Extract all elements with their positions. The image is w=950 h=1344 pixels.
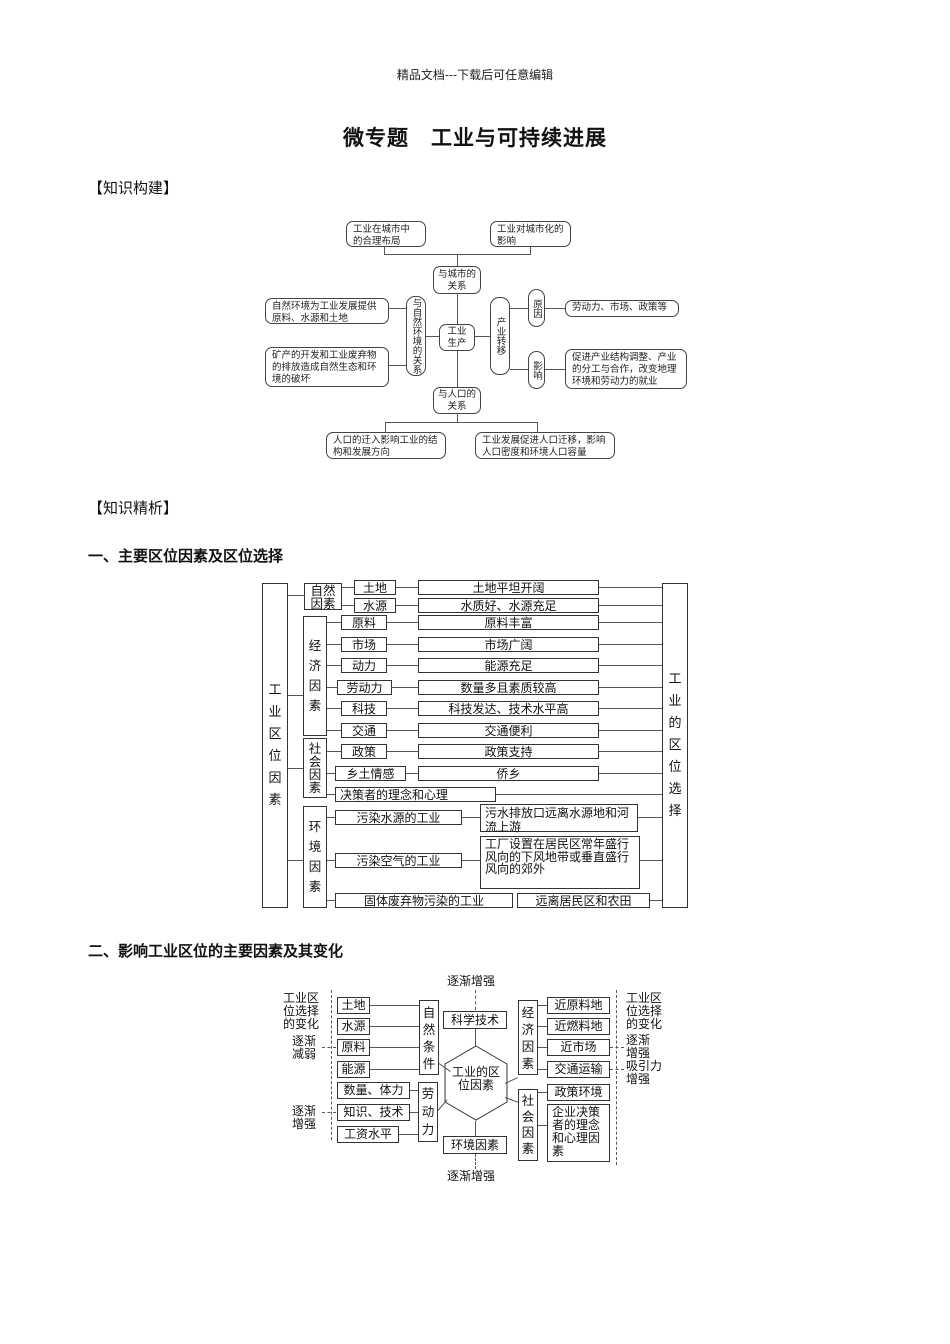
hub-population-relation: 与人口的关系: [433, 387, 481, 414]
factor-raw-material: 原料: [341, 615, 387, 630]
economic-item-transport: 交通运输: [547, 1061, 610, 1078]
condition-hometown: 侨乡: [418, 766, 599, 781]
condition-market: 市场广阔: [418, 637, 599, 652]
economic-item-market: 近市场: [547, 1039, 610, 1056]
factor-technology: 科技: [341, 701, 387, 716]
social-item-policy: 政策环境: [547, 1084, 610, 1101]
box-environment-factor: 环境因素: [443, 1136, 507, 1154]
factor-air-polluting: 污染空气的工业: [335, 853, 462, 868]
hub-industry-transfer: 产业转移: [490, 297, 510, 375]
label-reason: 原因: [528, 289, 545, 327]
economic-item-fuel: 近燃料地: [547, 1018, 610, 1035]
label-location-choice: 工业的区位选择: [662, 583, 688, 908]
labor-item-knowledge: 知识、技术: [337, 1104, 410, 1121]
section-knowledge-build: 【知识构建】: [88, 179, 179, 197]
condition-technology: 科技发达、技术水平高: [418, 701, 599, 716]
box-transfer-impact: 促进产业结构调整、产业的分工与合作，改变地理环境和劳动力的就业: [565, 349, 687, 389]
condition-raw-material: 原料丰富: [418, 615, 599, 630]
factor-labor: 劳动力: [337, 680, 392, 695]
box-city-layout: 工业在城市中的合理布局: [346, 221, 426, 247]
factor-land: 土地: [354, 580, 396, 595]
note-bottom-strengthen: 逐渐增强: [447, 1169, 496, 1183]
natural-conditions: 自然条件: [419, 1000, 439, 1075]
page-title: 微专题 工业与可持续进展: [343, 126, 607, 150]
condition-solid-waste: 远离居民区和农田: [517, 893, 650, 908]
social-item-decision: 企业决策者的理念和心理因素: [547, 1104, 610, 1162]
condition-power: 能源充足: [418, 658, 599, 673]
factor-water: 水源: [354, 598, 396, 613]
box-city-urbanization: 工业对城市化的影响: [490, 221, 571, 247]
natural-item-raw: 原料: [337, 1039, 370, 1056]
box-population-density: 工业发展促进人口迁移，影响人口密度和环境人口容量: [475, 432, 615, 459]
left-heading: 工业区位选择的变化: [283, 991, 320, 1031]
note-top-strengthen: 逐渐增强: [447, 974, 496, 988]
group-natural: 自然因素: [304, 583, 342, 610]
factor-power: 动力: [341, 658, 387, 673]
economic-item-raw: 近原料地: [547, 997, 610, 1014]
left-strengthen-note: 逐渐增强: [292, 1104, 317, 1131]
economic-factors: 经济因素: [518, 1000, 538, 1075]
condition-water-polluting: 污水排放口远离水源地和河流上游: [480, 804, 638, 834]
box-population-migration: 人口的迁入影响工业的结构和发展方向: [326, 432, 446, 459]
box-nature-provides: 自然环境为工业发展提供原料、水源和土地: [265, 298, 389, 324]
hub-nature-relation: 与自然环境的关系: [406, 296, 426, 376]
hub-city-relation: 与城市的关系: [433, 266, 481, 294]
condition-water: 水质好、水源充足: [418, 598, 599, 613]
labor-factor: 劳动力: [418, 1082, 438, 1142]
factor-policy: 政策: [341, 744, 387, 759]
condition-air-polluting: 工厂设置在居民区常年盛行风向的下风地带或垂直盛行风向的郊外: [480, 836, 640, 889]
box-science-technology: 科学技术: [443, 1011, 507, 1029]
group-environment: 环境因素: [303, 806, 327, 908]
factor-market: 市场: [341, 637, 387, 652]
group-social: 社会因素: [303, 738, 327, 798]
center-industrial-production: 工业生产: [439, 324, 475, 351]
natural-item-land: 土地: [337, 997, 370, 1014]
group-economic: 经济因素: [303, 616, 327, 736]
document-header: 精品文档---下载后可任意编辑: [396, 68, 554, 82]
labor-item-wage: 工资水平: [337, 1126, 399, 1143]
condition-policy: 政策支持: [418, 744, 599, 759]
right-strengthen-note: 逐渐增强: [626, 1033, 651, 1060]
center-location-factors: 工业的区位因素: [452, 1065, 501, 1092]
section-knowledge-analysis: 【知识精析】: [88, 499, 179, 517]
heading-part1: 一、主要区位因素及区位选择: [88, 547, 284, 565]
social-factors: 社会因素: [518, 1089, 538, 1161]
factor-water-polluting: 污染水源的工业: [335, 810, 462, 825]
factor-solid-waste: 固体废弃物污染的工业: [335, 893, 513, 908]
condition-land: 土地平坦开阔: [418, 580, 599, 595]
natural-item-water: 水源: [337, 1018, 370, 1035]
label-impact: 影响: [528, 351, 545, 389]
hexagon-frame: [444, 1045, 508, 1121]
box-nature-damage: 矿产的开发和工业废弃物的排放造成自然生态和环境的破坏: [265, 347, 389, 387]
condition-labor: 数量多且素质较高: [418, 680, 599, 695]
right-heading: 工业区位选择的变化: [626, 991, 663, 1031]
left-weaken-note: 逐渐减弱: [292, 1034, 317, 1061]
box-transfer-reason: 劳动力、市场、政策等: [565, 300, 679, 317]
natural-item-energy: 能源: [337, 1061, 370, 1078]
factor-transport: 交通: [341, 723, 387, 738]
factor-hometown: 乡土情感: [335, 766, 406, 781]
right-attract-note: 吸引力增强: [626, 1059, 663, 1086]
factor-decision-maker: 决策者的理念和心理: [335, 787, 496, 802]
condition-transport: 交通便利: [418, 723, 599, 738]
labor-item-quantity: 数量、体力: [337, 1082, 410, 1099]
heading-part2: 二、影响工业区位的主要因素及其变化: [88, 942, 344, 960]
label-location-factors: 工业区位因素: [262, 583, 288, 908]
